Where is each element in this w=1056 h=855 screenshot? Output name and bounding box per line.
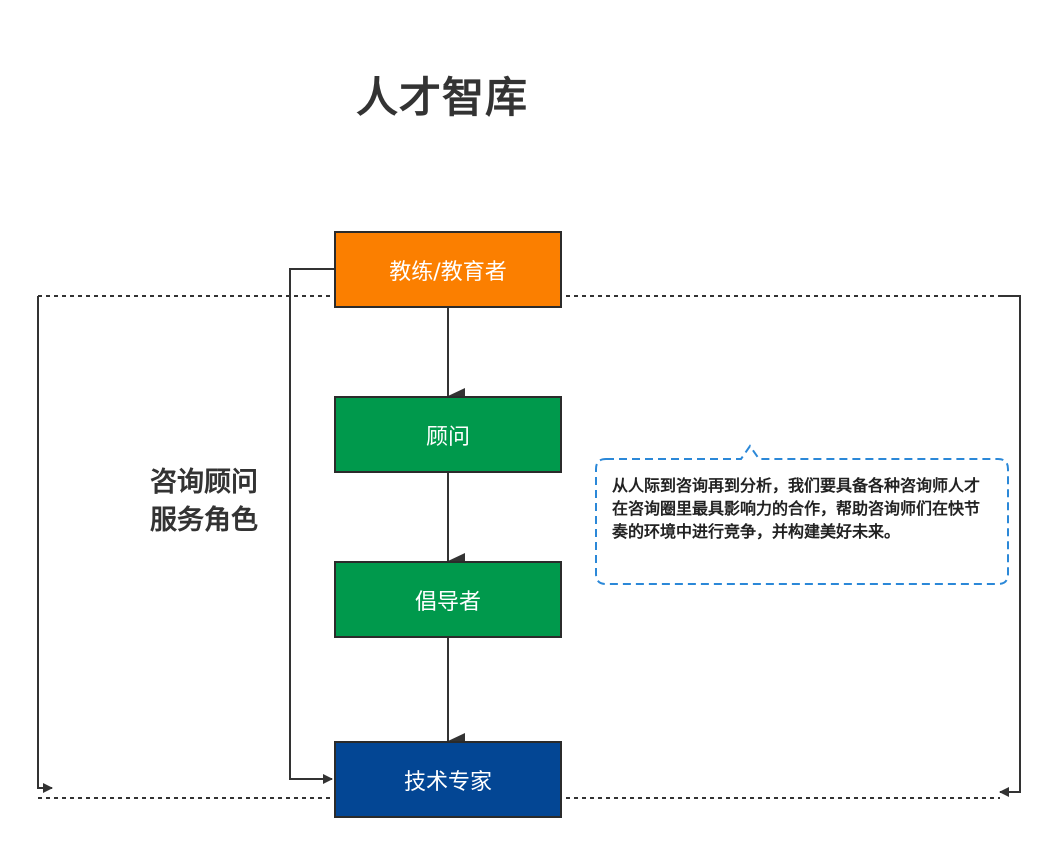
side-label-line-2: 服务角色 [150, 505, 258, 536]
side-label: 咨询顾问 服务角色 [150, 464, 258, 540]
role-box-technical-expert: 技术专家 [334, 741, 562, 818]
role-label-coach-educator: 教练/教育者 [389, 259, 507, 285]
role-box-consultant: 顾问 [334, 396, 562, 473]
role-label-consultant: 顾问 [425, 424, 470, 450]
role-label-technical-expert: 技术专家 [403, 769, 492, 795]
role-box-advocate: 倡导者 [334, 561, 562, 638]
diagram-title: 人才智库 [356, 73, 529, 122]
callout-text: 从人际到咨询再到分析，我们要具备各种咨询师人才在咨询圈里最具影响力的合作，帮助咨… [612, 476, 981, 541]
role-box-coach-educator: 教练/教育者 [334, 231, 562, 308]
side-label-line-1: 咨询顾问 [150, 467, 258, 498]
callout-bubble [595, 444, 1009, 585]
left-bracket-line [37, 296, 53, 793]
inner-connector-line [289, 268, 336, 784]
role-label-advocate: 倡导者 [414, 589, 481, 615]
right-bracket-line [999, 295, 1021, 797]
